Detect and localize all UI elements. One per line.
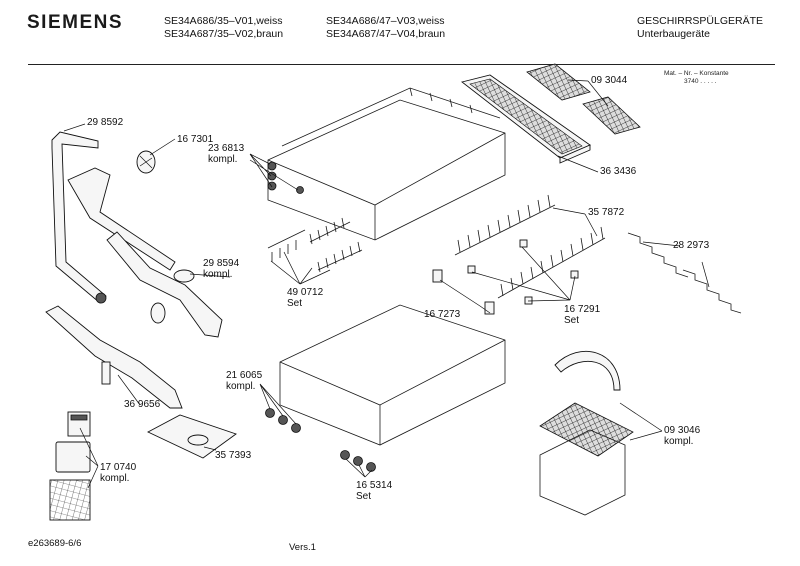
part-label-170740: 17 0740 kompl. bbox=[100, 462, 136, 484]
part-label-298594: 29 8594 kompl. bbox=[203, 258, 239, 280]
leader-lines bbox=[63, 79, 710, 489]
part-label-167291: 16 7291 Set bbox=[564, 304, 600, 326]
upper-spray-arm bbox=[67, 167, 223, 338]
part-number: 09 3046 bbox=[664, 425, 701, 436]
part-suffix: kompl. bbox=[100, 473, 130, 484]
part-label-282973: 28 2973 bbox=[673, 240, 710, 251]
model-line: SE34A686/47–V03,weiss bbox=[326, 15, 445, 27]
spray-arm-feed-pipe bbox=[51, 131, 107, 304]
part-number: 23 6813 bbox=[208, 143, 245, 154]
cutlery-drawer bbox=[460, 74, 591, 164]
detergent-dosing bbox=[136, 150, 156, 174]
model-line: SE34A687/35–V02,braun bbox=[164, 28, 284, 40]
lower-basket bbox=[279, 304, 506, 446]
filter-set bbox=[49, 411, 91, 521]
part-label-357872: 35 7872 bbox=[588, 207, 625, 218]
small-tine-set bbox=[267, 217, 363, 273]
category-line: GESCHIRRSPÜLGERÄTE bbox=[637, 15, 764, 27]
lower-spray-arm bbox=[45, 302, 183, 409]
part-number: 16 7291 bbox=[564, 304, 601, 315]
part-label-369656: 36 9656 bbox=[124, 399, 161, 410]
part-suffix: kompl. bbox=[664, 436, 694, 447]
part-label-490712: 49 0712 Set bbox=[287, 287, 323, 309]
brand-logo: SIEMENS bbox=[27, 12, 124, 33]
model-line: SE34A686/35–V01,weiss bbox=[164, 15, 283, 27]
part-label-093046: 09 3046 kompl. bbox=[664, 425, 700, 447]
cup-shelf bbox=[627, 232, 742, 314]
part-suffix: Set bbox=[287, 298, 303, 309]
header-rule bbox=[28, 64, 775, 66]
part-number: 21 6065 bbox=[226, 370, 263, 381]
part-suffix: Set bbox=[564, 315, 580, 326]
version-label: Vers.1 bbox=[289, 542, 316, 553]
model-list-2: SE34A686/47–V03,weiss SE34A687/47–V04,br… bbox=[326, 15, 445, 41]
part-label-165314: 16 5314 Set bbox=[356, 480, 392, 502]
rack-clips bbox=[432, 239, 579, 315]
part-label-357393: 35 7393 bbox=[215, 450, 252, 461]
part-label-236813: 23 6813 kompl. bbox=[208, 143, 244, 165]
upper-basket-wheels bbox=[267, 161, 304, 194]
upper-basket bbox=[267, 87, 506, 241]
part-label-167273: 16 7273 bbox=[424, 309, 461, 320]
part-number: 16 5314 bbox=[356, 480, 393, 491]
document-id: e263689-6/6 bbox=[28, 538, 82, 549]
drawer-insert-lower bbox=[582, 96, 641, 135]
part-number: 29 8594 bbox=[203, 258, 240, 269]
model-list-1: SE34A686/35–V01,weiss SE34A687/35–V02,br… bbox=[164, 15, 283, 41]
part-label-167301: 16 7301 bbox=[177, 134, 214, 145]
part-suffix: Set bbox=[356, 491, 372, 502]
part-suffix: kompl. bbox=[203, 269, 233, 280]
lower-basket-wheels bbox=[265, 408, 376, 472]
category-line: Unterbaugeräte bbox=[637, 28, 710, 40]
category-title: GESCHIRRSPÜLGERÄTE Unterbaugeräte bbox=[637, 15, 763, 41]
part-number: 17 0740 bbox=[100, 462, 137, 473]
part-label-363436: 36 3436 bbox=[600, 166, 637, 177]
tine-rack-lower bbox=[497, 226, 606, 299]
model-line: SE34A687/47–V04,braun bbox=[326, 28, 446, 40]
part-suffix: kompl. bbox=[226, 381, 256, 392]
konstante-box: Mat. – Nr. – Konstante 3740 . . . . . bbox=[664, 70, 729, 86]
flat-filter bbox=[146, 414, 237, 459]
part-label-093044: 09 3044 bbox=[591, 75, 628, 86]
konstante-heading: Mat. – Nr. – Konstante bbox=[664, 70, 729, 77]
part-number: 49 0712 bbox=[287, 287, 324, 298]
cutlery-basket bbox=[539, 350, 634, 516]
part-label-298592: 29 8592 bbox=[87, 117, 124, 128]
drawer-insert-upper bbox=[526, 63, 591, 101]
part-label-216065: 21 6065 kompl. bbox=[226, 370, 262, 392]
konstante-value: 3740 . . . . . bbox=[684, 78, 717, 85]
tine-rack-upper bbox=[454, 194, 556, 256]
part-suffix: kompl. bbox=[208, 154, 238, 165]
